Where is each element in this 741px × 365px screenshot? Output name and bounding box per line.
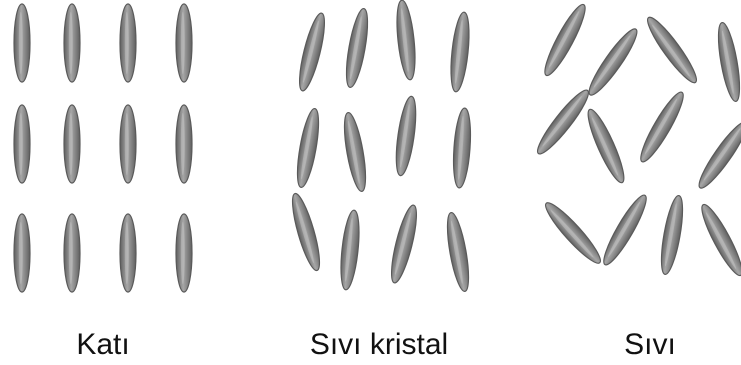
- molecule: [448, 11, 472, 92]
- molecule: [338, 209, 362, 290]
- molecule: [340, 111, 370, 193]
- molecule: [443, 211, 473, 293]
- molecule: [393, 95, 420, 176]
- panel-liquid-crystal: [287, 0, 473, 293]
- molecule: [14, 214, 30, 292]
- molecule: [642, 13, 702, 87]
- molecule: [714, 21, 741, 103]
- molecule: [14, 4, 30, 82]
- molecule: [176, 105, 192, 183]
- molecule: [584, 25, 643, 100]
- molecule: [532, 86, 594, 159]
- panel-solid: [14, 4, 192, 292]
- molecule: [120, 214, 136, 292]
- molecule: [657, 194, 687, 276]
- molecule: [64, 4, 80, 82]
- label-liquid-crystal: Sıvı kristal: [310, 330, 448, 360]
- molecule: [64, 105, 80, 183]
- molecule: [598, 191, 652, 268]
- molecule: [295, 11, 330, 92]
- panel-liquid: [532, 1, 741, 279]
- molecule: [539, 1, 591, 79]
- molecule: [176, 214, 192, 292]
- molecule: [287, 191, 324, 272]
- molecule: [342, 7, 372, 89]
- molecule: [64, 214, 80, 292]
- molecule: [394, 0, 418, 81]
- label-liquid: Sıvı: [624, 330, 676, 360]
- molecule: [14, 105, 30, 183]
- molecule: [696, 201, 741, 279]
- molecule: [540, 198, 605, 268]
- molecule: [293, 107, 323, 189]
- molecule: [120, 105, 136, 183]
- molecule: [120, 4, 136, 82]
- molecule-diagram: [0, 0, 741, 300]
- molecule: [582, 106, 629, 186]
- molecule: [635, 88, 689, 165]
- molecule: [387, 203, 422, 284]
- molecule: [176, 4, 192, 82]
- label-solid: Katı: [76, 330, 129, 360]
- molecule: [694, 118, 741, 193]
- molecule: [451, 108, 473, 189]
